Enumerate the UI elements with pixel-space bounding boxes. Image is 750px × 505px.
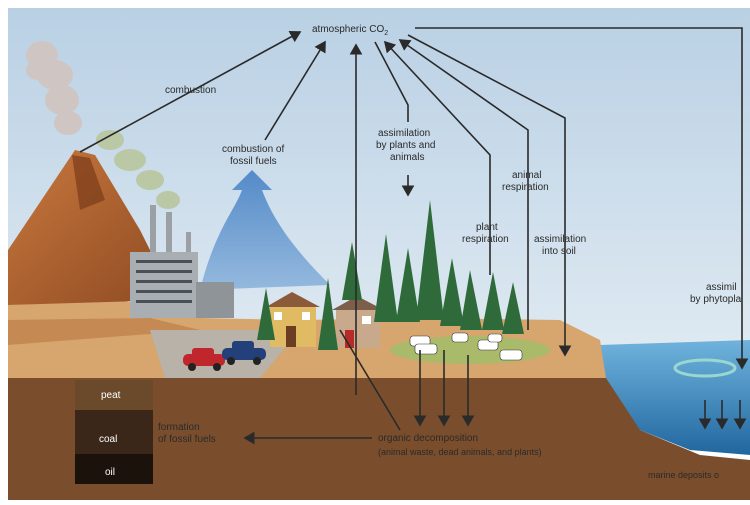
arrow-house-link [339,329,401,431]
assim-soil-label-2: into soil [542,246,576,257]
factory-smoke [96,130,180,209]
assim-phyto-label-1: assimil [706,282,737,293]
underground [8,378,750,500]
decomposition-label-1: organic decomposition [378,433,478,444]
assim-soil-label-1: assimilation [534,234,586,245]
arrow-combustion [79,30,302,153]
marine-deposits-label: marine deposits o [648,470,719,480]
fossil-combustion-label-2: fossil fuels [230,156,277,167]
plant-resp-label-2: respiration [462,234,509,245]
arrow-assim-phyto [415,27,749,370]
arrow-assim-plants-line [374,41,409,122]
arrow-animal-respiration [398,39,529,330]
animal-resp-label-1: animal [512,170,541,181]
red-car [183,348,225,371]
assim-phyto-label-2: by phytopla [690,294,742,305]
trees [257,200,524,350]
peat-layer [75,380,153,410]
formation-label-1: formation [158,422,200,433]
arrows [79,27,749,445]
co2-label: atmospheric CO2 [312,24,388,37]
animal-resp-label-2: respiration [502,182,549,193]
hill-shadow [8,318,200,345]
house-brown [332,296,384,348]
arrow-fossil-combustion [264,40,326,141]
peat-label: peat [101,390,121,401]
arrow-assim-soil [407,34,572,357]
fossil-combustion-label-1: combustion of [222,144,284,155]
assim-plants-label-2: by plants and [376,140,436,151]
factory [130,205,234,318]
house-yellow [266,292,320,347]
decomposition-label-2: (animal waste, dead animals, and plants) [378,447,542,457]
oil-layer [75,454,153,484]
co2-plume-arrow [200,170,330,290]
assim-plants-label-3: animals [390,152,424,163]
ocean-swirl [673,358,737,378]
oil-label: oil [105,467,115,478]
volcano-crater [72,155,105,210]
volcano-smoke [26,41,82,135]
formation-label-2: of fossil fuels [158,434,216,445]
coal-layer [75,410,153,454]
arrow-plant-respiration [383,40,491,275]
plant-resp-label-1: plant [476,222,498,233]
coal-label: coal [99,434,117,445]
combustion-label: combustion [165,85,216,96]
blue-car [222,341,266,365]
assim-plants-label-1: assimilation [378,128,430,139]
